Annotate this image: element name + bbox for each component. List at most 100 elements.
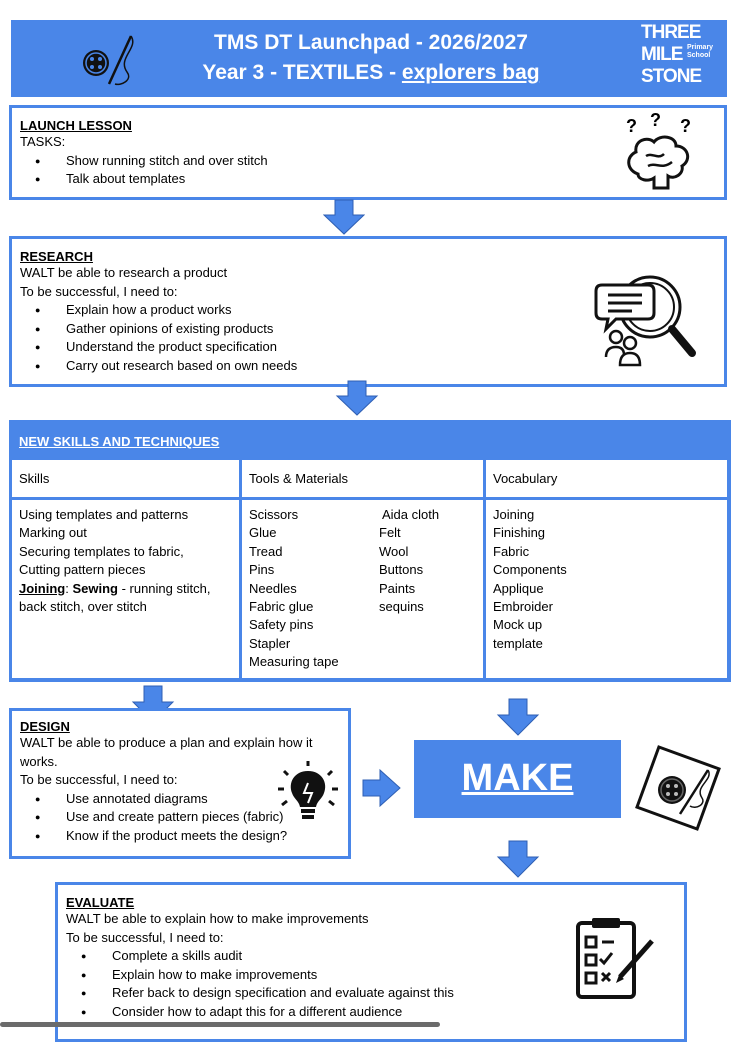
tools-column-header: Tools & Materials	[249, 471, 348, 486]
joining-detail: - running stitch,	[117, 580, 211, 596]
vocabulary-column: Vocabulary Joining Finishing Fabric Comp…	[486, 460, 727, 678]
design-section: DESIGN WALT be able to produce a plan an…	[9, 708, 351, 859]
skills-column: Skills Using templates and patterns Mark…	[12, 460, 239, 678]
design-list: Use annotated diagrams Use and create pa…	[20, 790, 346, 846]
evaluate-success-label: To be successful, I need to:	[66, 929, 224, 945]
list-item: Complete a skills audit	[66, 947, 566, 966]
header-banner: TMS DT Launchpad - 2026/2027 Year 3 - TE…	[11, 20, 727, 97]
vocab-item: Applique	[493, 580, 544, 596]
vocab-item: Fabric	[493, 543, 530, 559]
list-item: Carry out research based on own needs	[20, 357, 580, 376]
list-item: Explain how to make improvements	[66, 966, 566, 985]
tool-item: Aida cloth	[382, 507, 440, 522]
lightbulb-icon	[278, 761, 338, 819]
tool-item: Needles	[249, 580, 297, 596]
design-success-label: To be successful, I need to:	[20, 772, 178, 787]
vocab-item: Mock up	[493, 617, 543, 633]
skill-item: Using templates and patterns	[19, 507, 189, 522]
vocab-item: Joining	[493, 507, 535, 522]
title-prefix: Year 3 - TEXTILES -	[202, 61, 402, 84]
skill-item: Marking out	[19, 525, 87, 541]
research-walt: WALT be able to research a product	[20, 265, 228, 280]
evaluate-list: Complete a skills audit Explain how to m…	[66, 947, 566, 1021]
research-success-label: To be successful, I need to:	[20, 283, 178, 299]
skill-item: Cutting pattern pieces	[19, 562, 146, 578]
logo-word-2: MILE	[641, 44, 683, 65]
horizontal-scrollbar[interactable]	[0, 1022, 440, 1027]
list-item: Understand the product specification	[20, 338, 580, 357]
skills-title: NEW SKILLS AND TECHNIQUES	[19, 434, 220, 449]
tool-item: Felt	[379, 525, 401, 541]
tools-column: Tools & Materials Scissors Glue Tread Pi…	[242, 460, 483, 678]
launch-task-list: Show running stitch and over stitch Talk…	[20, 152, 580, 189]
joining-separator: :	[65, 580, 73, 596]
tool-item: Buttons	[379, 562, 424, 578]
title-line-1: TMS DT Launchpad - 2026/2027	[214, 31, 528, 54]
svg-text:?: ?	[626, 116, 637, 136]
list-item: Consider how to adapt this for a differe…	[66, 1003, 566, 1022]
make-box: MAKE	[414, 740, 621, 818]
skills-list: Using templates and patterns Marking out…	[19, 506, 237, 616]
right-arrow-icon	[362, 768, 401, 808]
tool-item: Stapler	[249, 635, 291, 651]
tool-item: Glue	[249, 525, 277, 541]
design-walt: WALT be able to produce a plan and expla…	[20, 735, 313, 769]
page-title: TMS DT Launchpad - 2026/2027 Year 3 - TE…	[131, 28, 611, 88]
vocab-item: Embroider	[493, 599, 553, 615]
tool-item: Pins	[249, 562, 275, 578]
tools-list-b: Aida cloth Felt Wool Buttons Paints sequ…	[379, 506, 479, 616]
tool-item: sequins	[379, 599, 424, 615]
title-line-2: Year 3 - TEXTILES - explorers bag	[131, 58, 611, 88]
research-section: RESEARCH WALT be able to research a prod…	[9, 236, 727, 387]
list-item: Use and create pattern pieces (fabric)	[20, 808, 346, 827]
list-item: Show running stitch and over stitch	[20, 152, 580, 171]
down-arrow-icon	[496, 840, 540, 878]
logo-word-1: THREE	[641, 22, 701, 43]
research-title: RESEARCH	[20, 249, 93, 264]
vocab-item: Finishing	[493, 525, 546, 541]
tool-item: Safety pins	[249, 617, 314, 633]
make-label: MAKE	[461, 757, 574, 799]
tool-item: Tread	[249, 543, 283, 559]
list-item: Refer back to design specification and e…	[66, 984, 566, 1003]
vocabulary-column-header: Vocabulary	[493, 471, 558, 486]
list-item: Use annotated diagrams	[20, 790, 346, 809]
project-title[interactable]: explorers bag	[401, 61, 540, 84]
skill-item: Securing templates to fabric,	[19, 543, 184, 559]
tasks-label: TASKS:	[20, 134, 66, 149]
down-arrow-icon	[323, 199, 365, 235]
research-list: Explain how a product works Gather opini…	[20, 301, 580, 375]
launch-lesson-section: LAUNCH LESSON TASKS: Show running stitch…	[9, 105, 727, 200]
tool-item: Measuring tape	[249, 654, 339, 670]
sewing-label: Sewing	[72, 580, 118, 596]
evaluate-section: EVALUATE WALT be able to explain how to …	[55, 882, 687, 1042]
list-item: Talk about templates	[20, 170, 580, 189]
design-title: DESIGN	[20, 719, 70, 734]
button-needle-icon	[83, 35, 134, 86]
brain-question-icon: ? ? ?	[626, 112, 691, 190]
evaluate-title: EVALUATE	[66, 895, 135, 910]
skills-section: NEW SKILLS AND TECHNIQUES Skills Using t…	[9, 420, 731, 682]
vocabulary-list: Joining Finishing Fabric Components Appl…	[493, 506, 718, 653]
joining-label: Joining	[19, 580, 66, 596]
logo-tag-school: School	[687, 52, 711, 59]
button-needle-icon	[635, 745, 721, 831]
list-item: Explain how a product works	[20, 301, 580, 320]
research-magnifier-icon	[594, 275, 696, 367]
evaluate-walt: WALT be able to explain how to make impr…	[66, 911, 369, 926]
down-arrow-icon	[335, 380, 379, 416]
vocab-item: template	[493, 635, 543, 651]
logo-word-3: STONE	[641, 66, 702, 87]
tool-item: Paints	[379, 580, 416, 596]
logo-tag-primary: Primary	[687, 44, 714, 51]
vocab-item: Components	[493, 562, 567, 578]
launch-lesson-title: LAUNCH LESSON	[20, 118, 132, 133]
tool-item: Wool	[379, 543, 409, 559]
skill-item-joining: Joining: Sewing - running stitch,	[19, 580, 237, 598]
list-item: Gather opinions of existing products	[20, 320, 580, 339]
svg-text:?: ?	[650, 112, 661, 130]
svg-text:?: ?	[680, 116, 691, 136]
down-arrow-icon	[496, 698, 540, 736]
